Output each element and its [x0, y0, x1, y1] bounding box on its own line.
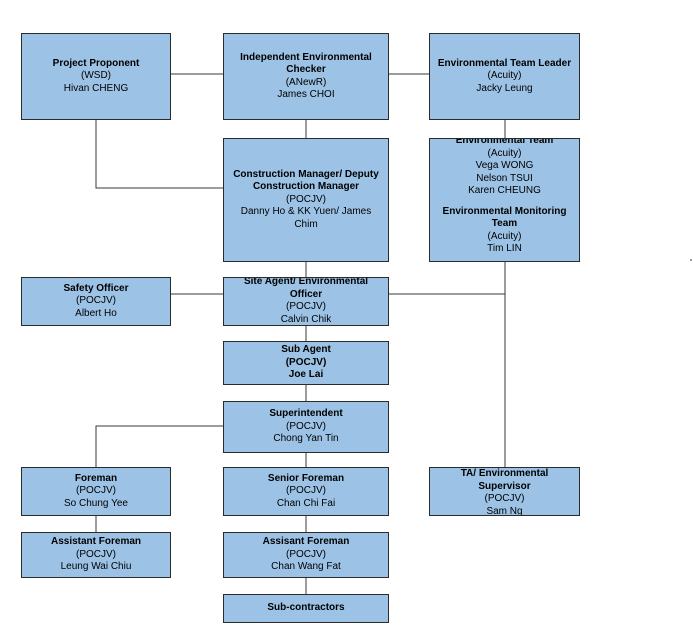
safety-officer-box: Safety Officer (POCJV) Albert Ho: [21, 277, 171, 326]
assistant-foreman-mid-org: (POCJV): [286, 548, 326, 560]
senior-foreman-title: Senior Foreman: [267, 472, 345, 484]
sub-agent-org: (POCJV): [285, 356, 327, 368]
site-agent-box: Site Agent/ Environmental Officer (POCJV…: [223, 277, 389, 326]
line-pp-cm: [95, 120, 223, 189]
assistant-foreman-left-person: Leung Wai Chiu: [60, 561, 132, 573]
project-proponent-org: (WSD): [81, 70, 111, 82]
env-team-title: Environmental Team: [455, 138, 554, 146]
senior-foreman-org: (POCJV): [286, 485, 326, 497]
superintendent-title: Superintendent: [269, 408, 343, 420]
et-leader-person: Jacky Leung: [476, 82, 533, 94]
assistant-foreman-mid-title: Assisant Foreman: [262, 536, 350, 548]
site-agent-title: Site Agent/ Environmental Officer: [243, 277, 369, 300]
site-agent-org: (POCJV): [286, 301, 326, 312]
et-leader-org: (Acuity): [487, 70, 522, 82]
env-team-member: Vega WONG: [475, 160, 534, 171]
safety-officer-title: Safety Officer: [63, 282, 129, 294]
assistant-foreman-left-org: (POCJV): [76, 548, 116, 560]
superintendent-box: Superintendent (POCJV) Chong Yan Tin: [223, 401, 389, 453]
foreman-box: Foreman (POCJV) So Chung Yee: [21, 467, 171, 516]
senior-foreman-person: Chan Chi Fai: [276, 497, 336, 509]
env-team-org: (Acuity): [487, 147, 522, 159]
superintendent-person: Chong Yan Tin: [273, 433, 339, 445]
sub-contractors-box: Sub-contractors: [223, 594, 389, 623]
ta-supervisor-box: TA/ Environmental Supervisor (POCJV) Sam…: [429, 467, 580, 516]
assistant-foreman-left-box: Assistant Foreman (POCJV) Leung Wai Chiu: [21, 532, 171, 578]
env-monitoring-org: (Acuity): [487, 230, 522, 242]
construction-manager-box: Construction Manager/ Deputy Constructio…: [223, 138, 389, 262]
assistant-foreman-mid-person: Chan Wang Fat: [271, 561, 341, 573]
site-agent-person: Calvin Chik: [280, 313, 332, 325]
line-sup-foreman: [95, 425, 223, 467]
env-team-member: Nelson TSUI: [476, 172, 533, 184]
iec-person: James CHOI: [277, 89, 335, 100]
ta-supervisor-person: Sam Ng: [486, 505, 523, 516]
iec-box: Independent Environmental Checker (ANewR…: [223, 33, 389, 120]
sub-agent-title: Sub Agent: [281, 344, 331, 356]
project-proponent-box: Project Proponent (WSD) Hivan CHENG: [21, 33, 171, 120]
iec-title: Independent Environmental Checker: [240, 51, 372, 76]
env-team-box: Environmental Team (Acuity) Vega WONG Ne…: [429, 138, 580, 262]
senior-foreman-box: Senior Foreman (POCJV) Chan Chi Fai: [223, 467, 389, 516]
superintendent-org: (POCJV): [286, 420, 326, 432]
env-monitoring-person: Tim LIN: [487, 243, 522, 254]
ta-supervisor-org: (POCJV): [484, 493, 525, 504]
foreman-title: Foreman: [74, 472, 118, 484]
iec-org: (ANewR): [285, 76, 327, 88]
safety-officer-person: Albert Ho: [75, 307, 117, 319]
sub-agent-box: Sub Agent (POCJV) Joe Lai: [223, 341, 389, 385]
assistant-foreman-left-title: Assistant Foreman: [50, 536, 142, 548]
env-team-member: Karen CHEUNG: [468, 185, 541, 196]
foreman-person: So Chung Yee: [64, 497, 128, 509]
ta-supervisor-title: TA/ Environmental Supervisor: [460, 468, 549, 492]
project-proponent-person: Hivan CHENG: [63, 82, 129, 94]
project-proponent-title: Project Proponent: [52, 57, 140, 69]
env-monitoring-title: Environmental Monitoring Team: [442, 205, 567, 230]
et-leader-box: Environmental Team Leader (Acuity) Jacky…: [429, 33, 580, 120]
construction-manager-org: (POCJV): [286, 193, 326, 205]
assistant-foreman-mid-box: Assisant Foreman (POCJV) Chan Wang Fat: [223, 532, 389, 578]
et-leader-title: Environmental Team Leader: [437, 57, 572, 69]
sub-agent-person: Joe Lai: [288, 369, 324, 381]
sub-contractors-title: Sub-contractors: [267, 602, 345, 614]
foreman-org: (POCJV): [76, 485, 116, 497]
construction-manager-title: Construction Manager/ Deputy Constructio…: [233, 168, 379, 193]
construction-manager-person: Danny Ho & KK Yuen/ James Chim: [240, 206, 372, 230]
safety-officer-org: (POCJV): [76, 295, 116, 307]
